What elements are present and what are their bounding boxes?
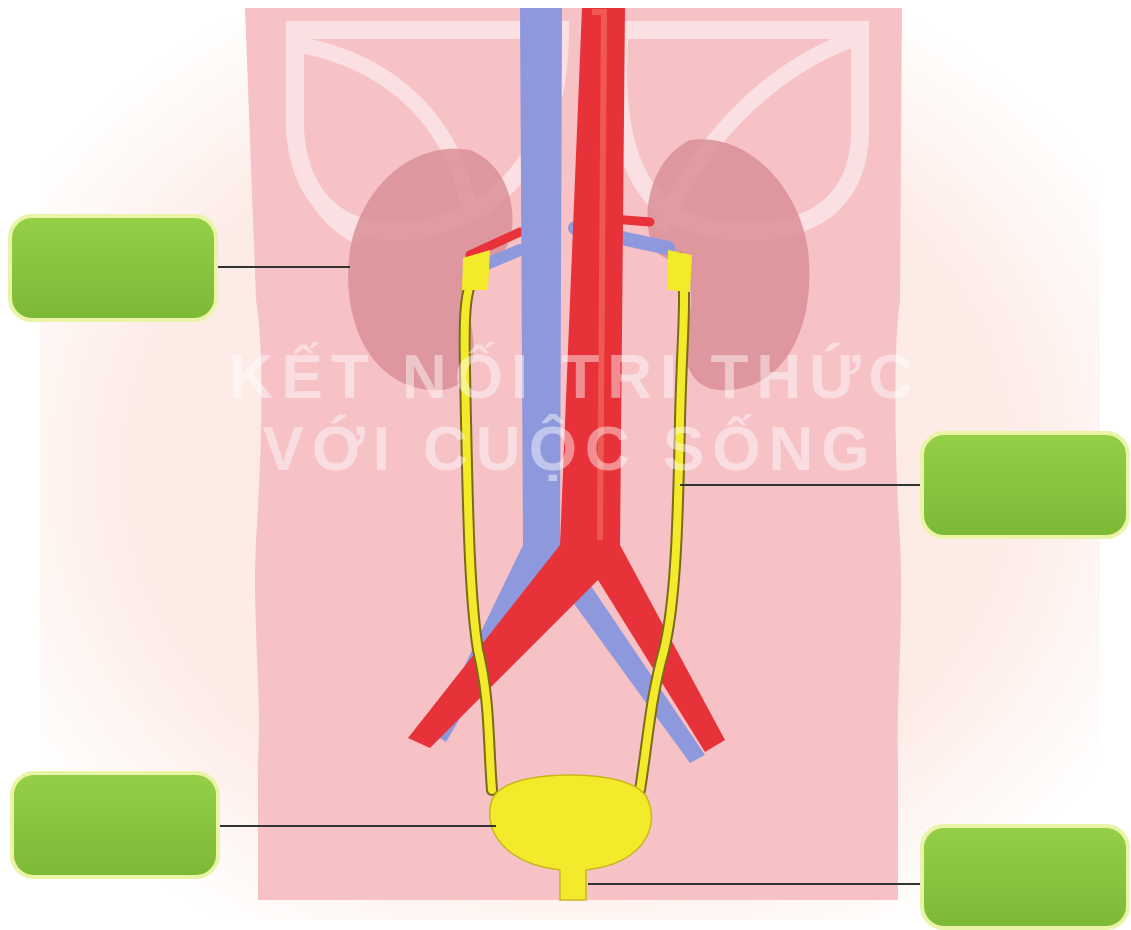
label-box-urethra[interactable] <box>922 826 1128 928</box>
label-box-ureter[interactable] <box>922 433 1128 537</box>
label-box-kidney[interactable] <box>10 216 216 320</box>
right-renal-pelvis <box>668 250 692 292</box>
watermark-line-1: KẾT NỐI TRI THỨC <box>229 343 922 412</box>
watermark-line-2: VỚI CUỘC SỐNG <box>262 415 877 484</box>
label-box-bladder[interactable] <box>12 773 218 877</box>
